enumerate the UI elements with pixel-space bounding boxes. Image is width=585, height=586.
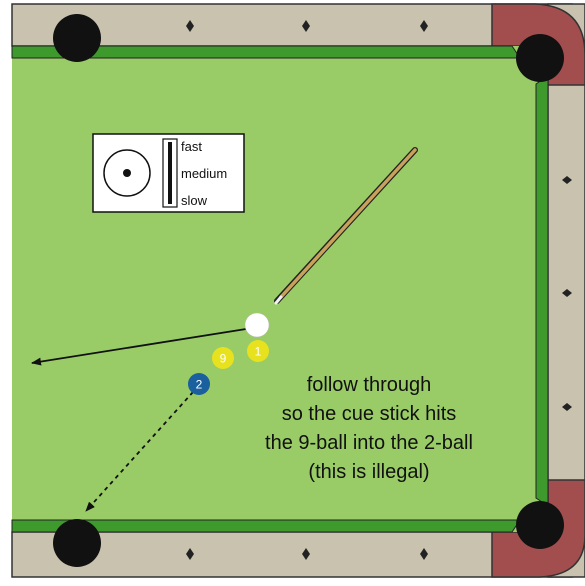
caption-line-2: so the cue stick hits [282, 403, 457, 425]
top-right-pocket [516, 34, 564, 82]
cue-tip-center-dot [123, 169, 131, 177]
one-ball-label: 1 [255, 345, 262, 359]
cue-ball [245, 313, 269, 337]
speed-fast-label: fast [181, 139, 202, 154]
bottom-left-pocket [53, 519, 101, 567]
speed-gauge-fill [168, 142, 172, 204]
table-felt [12, 46, 548, 532]
speed-legend: fast medium slow [93, 134, 244, 212]
speed-slow-label: slow [181, 193, 208, 208]
nine-ball-label: 9 [220, 352, 227, 366]
caption-line-4: (this is illegal) [308, 461, 429, 483]
bottom-right-pocket [516, 501, 564, 549]
top-left-pocket [53, 14, 101, 62]
two-ball-label: 2 [196, 378, 203, 392]
speed-medium-label: medium [181, 166, 227, 181]
caption-line-1: follow through [307, 374, 432, 396]
right-cushion [536, 76, 548, 506]
caption-line-3: the 9-ball into the 2-ball [265, 432, 473, 454]
